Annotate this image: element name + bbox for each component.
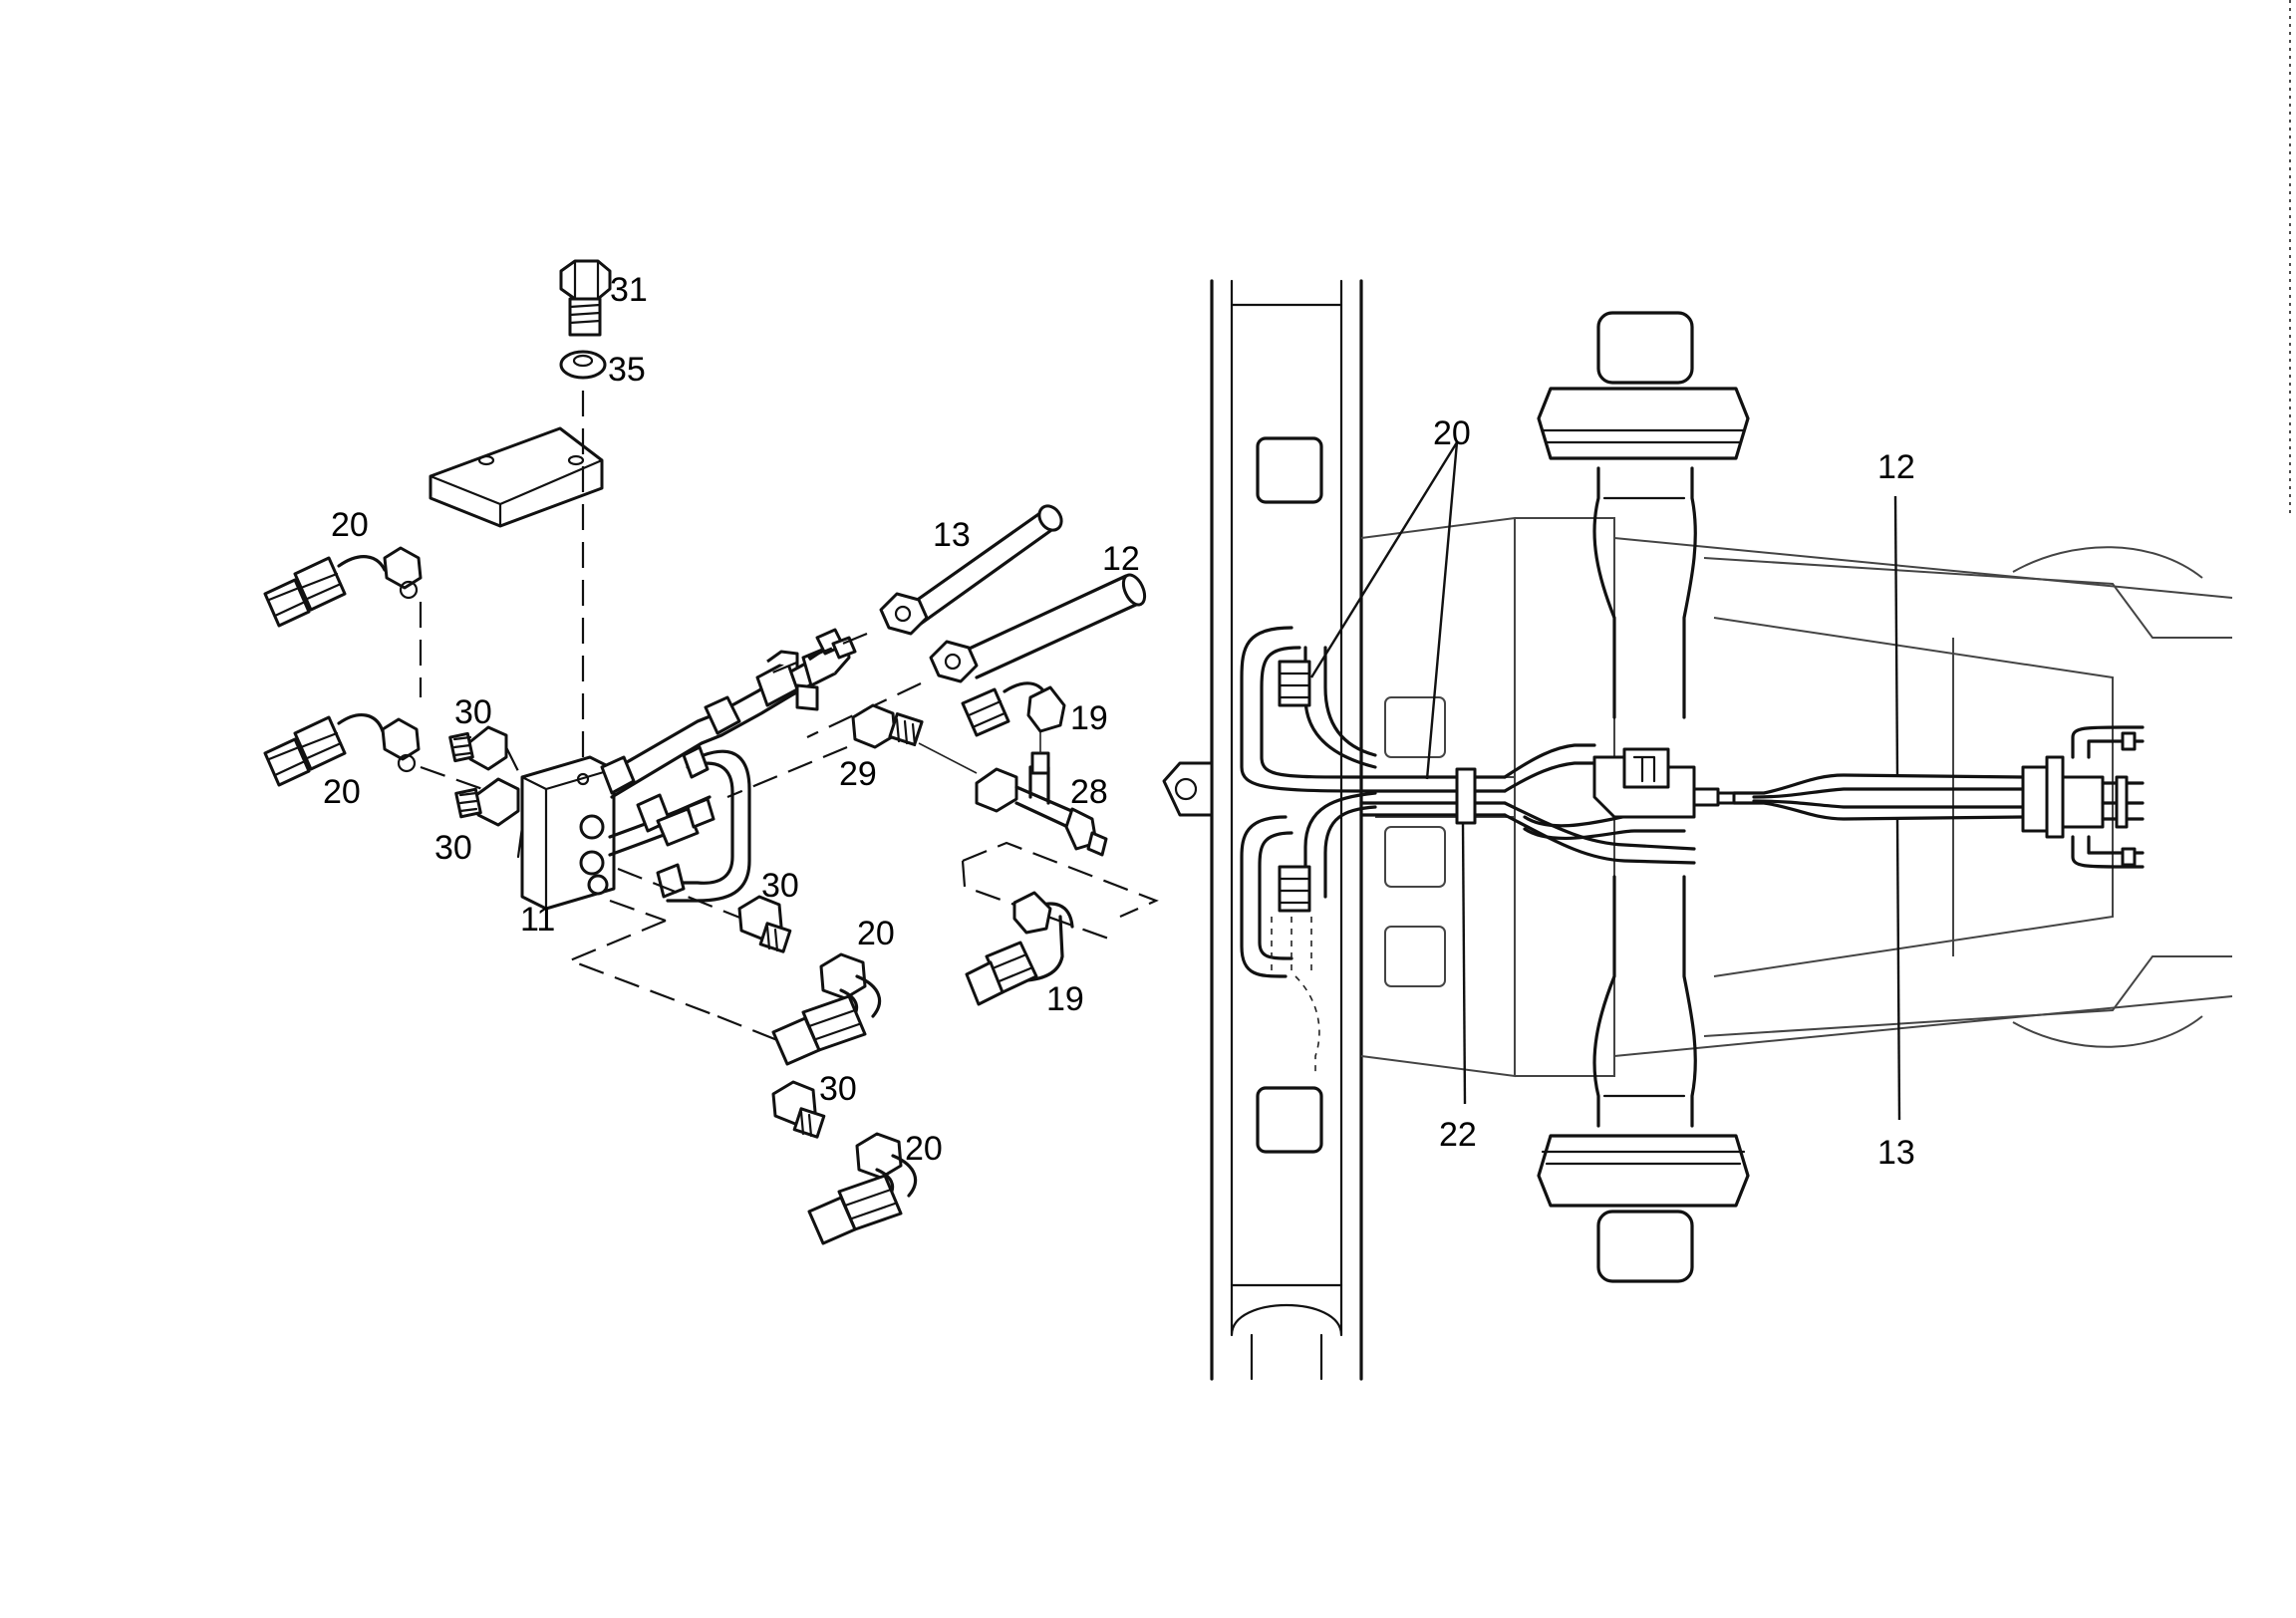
wheel-bottom: [1537, 875, 1750, 1283]
leader-20b: [1425, 441, 1459, 780]
callout-clamp: 22: [1439, 1116, 1477, 1154]
elbow-fitting-top: [263, 546, 423, 628]
callout-hose-12-right: 12: [1877, 448, 1915, 486]
elbow-fitting-mid: [263, 713, 421, 787]
callout-connector: 29: [839, 755, 877, 793]
return-tubes: [608, 745, 751, 903]
installed-view: [1162, 279, 2233, 1381]
bolt: [559, 259, 612, 337]
tube-assembly: [600, 628, 857, 799]
elbow-19-bottom: [965, 891, 1074, 1006]
connector: [851, 703, 924, 749]
callout-elbow-bottom-1: 20: [857, 915, 895, 952]
tee-fitting: [975, 751, 1108, 857]
distribution-block: [516, 755, 616, 911]
callout-tee: 28: [1070, 773, 1108, 811]
callout-elbow-19-bottom: 19: [1046, 980, 1084, 1018]
leader-12: [1893, 495, 1899, 778]
right-valve: [2021, 725, 2145, 869]
callout-adapter-upper: 30: [454, 693, 492, 731]
installed-view-callouts: 20 22 12 13: [1433, 414, 1915, 1172]
adapter-bottom-1: [737, 895, 792, 953]
callout-washer: 35: [608, 351, 646, 389]
callout-fittings: 20: [1433, 414, 1471, 452]
hose-13: [879, 504, 1063, 636]
mounting-bracket: [429, 426, 604, 528]
callout-bolt: 31: [610, 271, 648, 309]
adapter-upper: [448, 725, 508, 771]
adapter-bottom-2: [771, 1080, 826, 1139]
callout-elbow-19-top: 19: [1070, 699, 1108, 737]
adapter-lower: [454, 777, 520, 827]
callout-adapter-lower: 30: [434, 829, 472, 867]
exploded-view-callouts: 31 35 13 12 20 30 20 30 11 19 28 29 30 2…: [323, 271, 1140, 1168]
leader-22: [1461, 822, 1467, 1105]
leader-13: [1895, 818, 1901, 1121]
callout-block: 11: [520, 901, 555, 939]
callout-hose-13: 13: [933, 516, 971, 554]
callout-adapter-bottom-2: 30: [819, 1070, 857, 1108]
washer: [559, 350, 607, 380]
frame-rail: [1162, 279, 1363, 1381]
elbow-bottom-1: [771, 952, 882, 1066]
exploded-view: [263, 259, 1159, 1245]
callout-adapter-bottom-1: 30: [761, 867, 799, 905]
elbow-bottom-2: [807, 1132, 918, 1245]
callout-hose-12: 12: [1102, 540, 1140, 578]
hose-routing: [1240, 626, 2145, 1076]
callout-elbow-top: 20: [331, 506, 369, 544]
callout-elbow-mid: 20: [323, 773, 361, 811]
callout-hose-13-right: 13: [1877, 1134, 1915, 1172]
hose-12: [929, 573, 1147, 683]
wheel-top: [1537, 311, 1750, 719]
elbow-19-top: [961, 681, 1066, 737]
callout-elbow-bottom-2: 20: [905, 1130, 943, 1168]
leader-20a: [1309, 441, 1459, 678]
